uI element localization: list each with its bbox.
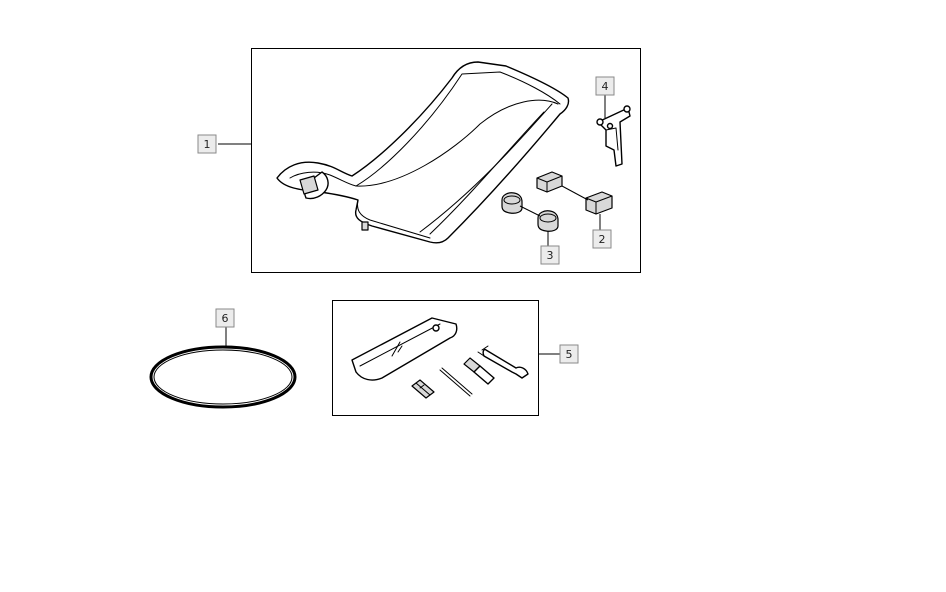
tool-kit-icon[interactable] bbox=[351, 317, 529, 399]
callout-5: 5 bbox=[559, 344, 579, 364]
callout-3-label: 3 bbox=[547, 249, 554, 262]
tool-kit-frame bbox=[332, 300, 539, 416]
belt-ring-icon[interactable] bbox=[149, 345, 297, 409]
damper-icon[interactable] bbox=[501, 192, 559, 232]
callout-1: 1 bbox=[197, 134, 217, 154]
callout-4-label: 4 bbox=[602, 80, 609, 93]
callout-6: 6 bbox=[215, 308, 235, 328]
callout-6-label: 6 bbox=[222, 312, 229, 325]
callout-2: 2 bbox=[592, 229, 612, 249]
bracket-icon[interactable] bbox=[596, 105, 631, 167]
callout-5-label: 5 bbox=[566, 348, 573, 361]
seat-icon[interactable] bbox=[276, 61, 570, 244]
seat-assembly-frame bbox=[251, 48, 641, 273]
rubber-block-icon[interactable] bbox=[536, 171, 613, 215]
callout-2-label: 2 bbox=[599, 233, 606, 246]
callout-3: 3 bbox=[540, 245, 560, 265]
callout-1-label: 1 bbox=[204, 138, 211, 151]
callout-4: 4 bbox=[595, 76, 615, 96]
